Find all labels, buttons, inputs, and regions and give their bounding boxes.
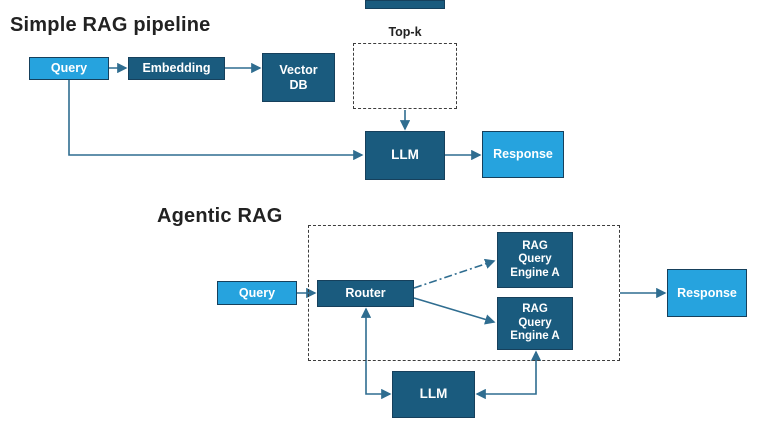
simple-rag-title: Simple RAG pipeline: [10, 14, 211, 36]
agentic-query-node: Query: [217, 281, 297, 305]
agentic-response-node: Response: [667, 269, 747, 317]
embedding-label: Embedding: [142, 61, 211, 75]
topk-dashed-box: [353, 43, 457, 109]
vector-db-label: Vector DB: [279, 62, 318, 92]
agentic-llm-node: LLM: [392, 371, 475, 418]
rag-query-engine-1-node: RAG Query Engine A: [497, 232, 573, 288]
embedding-node: Embedding: [128, 57, 225, 80]
simple-query-label: Query: [50, 61, 88, 75]
simple-query-node: Query: [29, 57, 109, 80]
topk-result-bar: [365, 0, 445, 9]
vector-db-node: Vector DB: [262, 53, 335, 102]
agentic-dashed-box: [308, 225, 620, 361]
agentic-llm-label: LLM: [419, 386, 448, 402]
topk-label: Top-k: [388, 25, 422, 39]
router-label: Router: [345, 286, 386, 300]
simple-response-label: Response: [493, 147, 553, 161]
simple-response-node: Response: [482, 131, 564, 178]
simple-llm-label: LLM: [391, 147, 419, 163]
agentic-query-label: Query: [238, 285, 276, 300]
agentic-rag-title: Agentic RAG: [157, 205, 283, 227]
rag-query-engine-1-label: RAG Query Engine A: [510, 239, 560, 279]
rag-query-engine-2-node: RAG Query Engine A: [497, 297, 573, 350]
simple-llm-node: LLM: [365, 131, 445, 180]
rag-query-engine-2-label: RAG Query Engine A: [510, 303, 560, 343]
agentic-response-label: Response: [677, 285, 737, 300]
router-node: Router: [317, 280, 414, 307]
